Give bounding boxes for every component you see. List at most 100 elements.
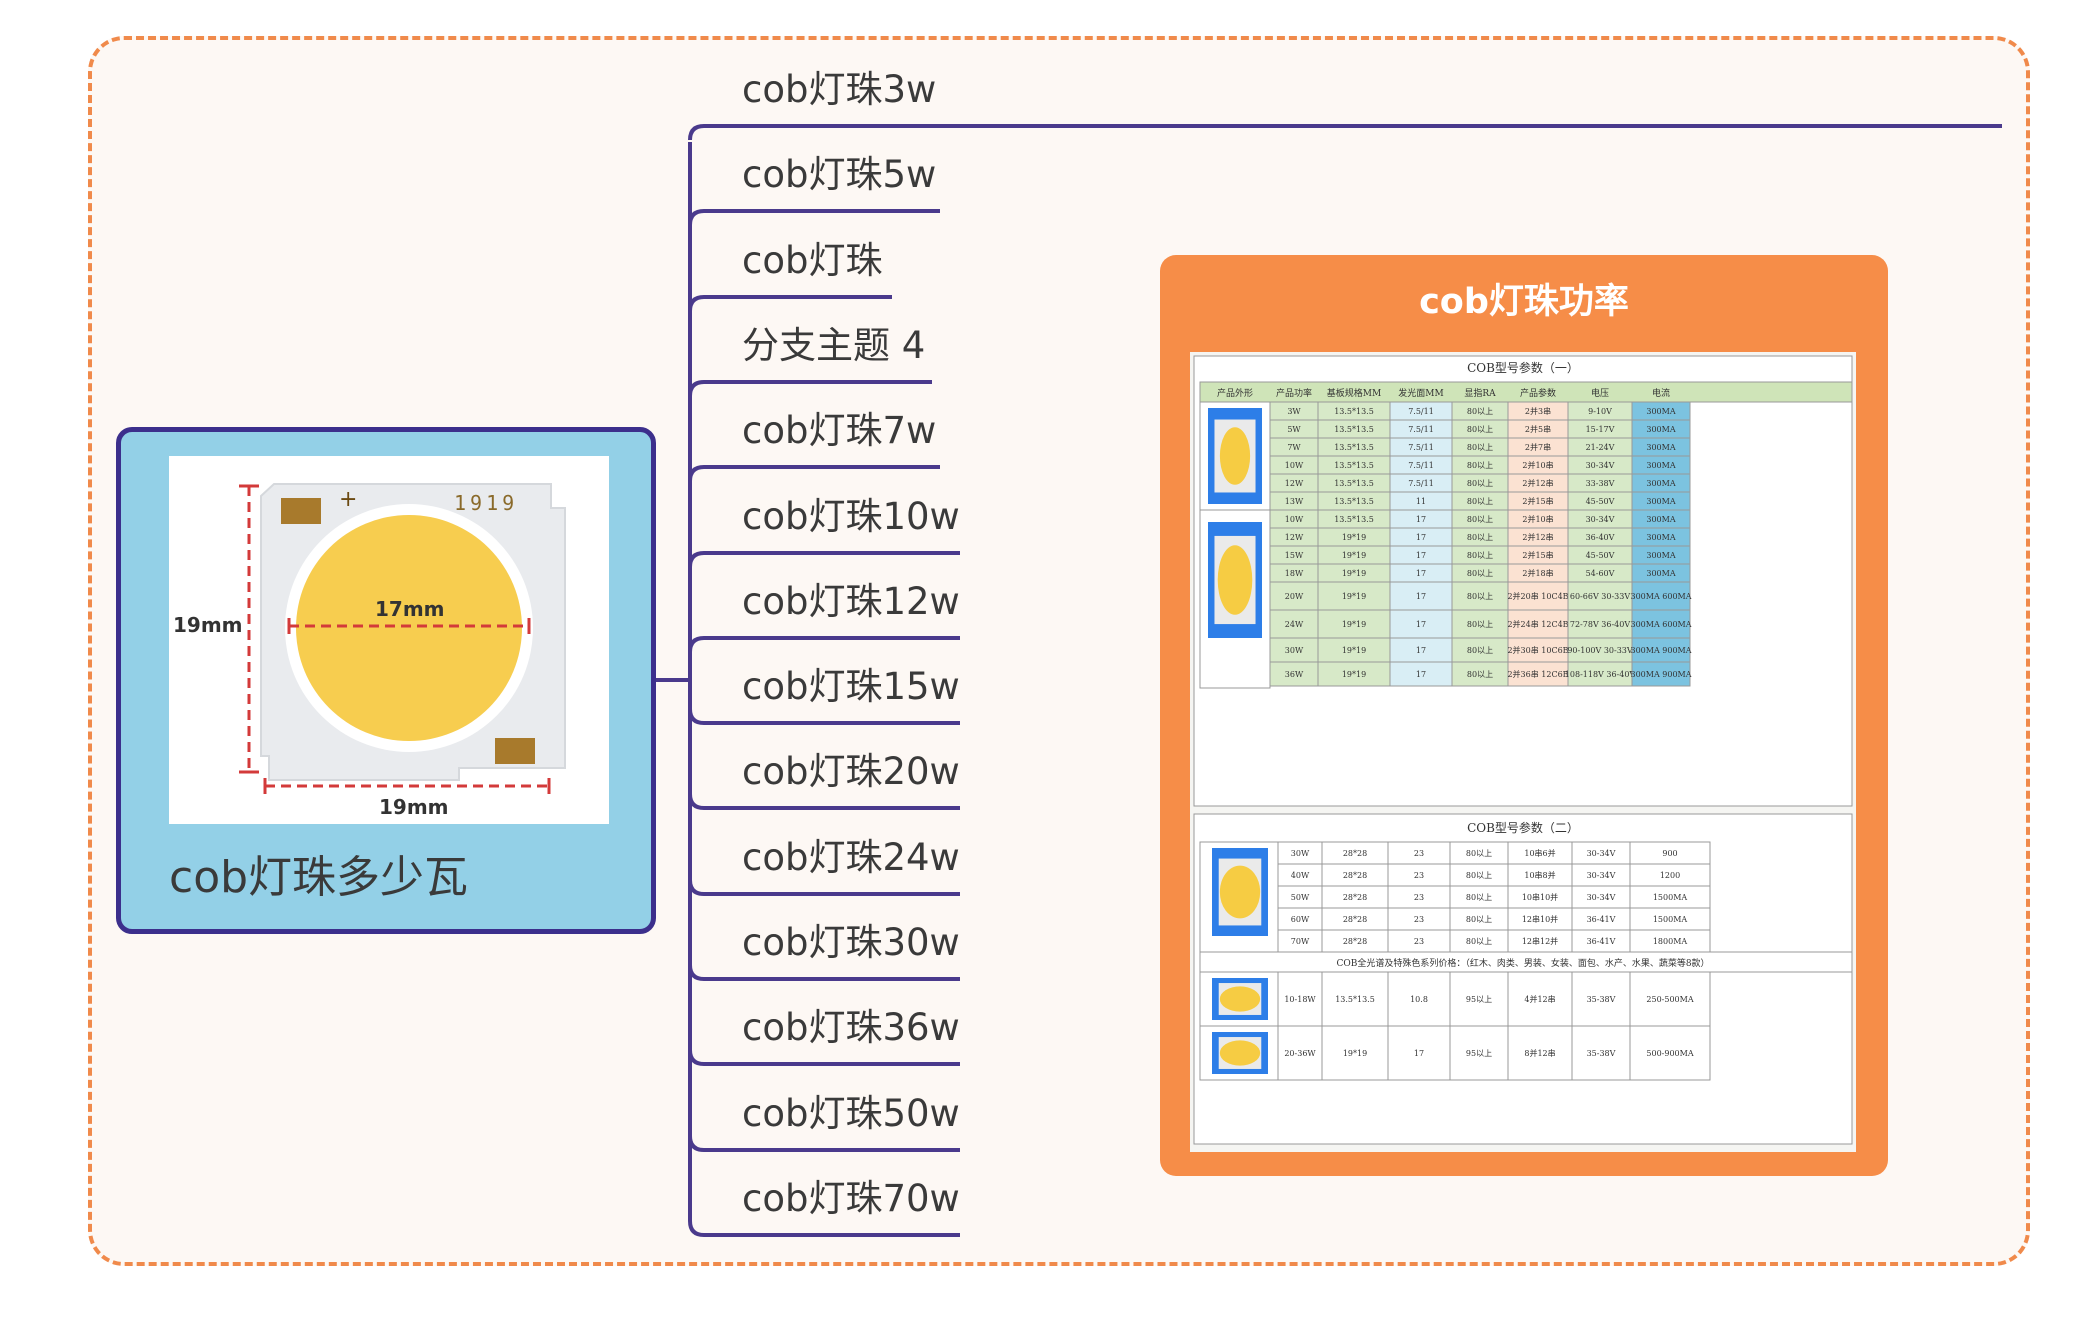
- table2-cell: 30-34V: [1587, 871, 1616, 880]
- dimension-horizontal: 19mm: [379, 795, 449, 819]
- table1-cell: 300MA: [1646, 479, 1675, 488]
- table1-header: 产品参数: [1520, 387, 1556, 399]
- table2-cell: 36-41V: [1587, 937, 1616, 946]
- table1-cell: 21-24V: [1586, 443, 1615, 452]
- table1-cell: 300MA: [1646, 425, 1675, 434]
- table1-cell: 80以上: [1467, 461, 1493, 470]
- table2-cell: 10串10并: [1522, 892, 1558, 902]
- branch-topic[interactable]: cob灯珠36w: [742, 1009, 960, 1046]
- table2-cell: 80以上: [1466, 937, 1492, 946]
- table1-cell: 108-118V 36-40V: [1565, 670, 1636, 679]
- table1-header: 显指RA: [1464, 387, 1496, 399]
- table1-cell: 300MA: [1646, 551, 1675, 560]
- central-topic[interactable]: + 1919 19mm 19mm 17mm cob灯珠多少瓦: [116, 427, 656, 934]
- table1-title: COB型号参数（一）: [1467, 360, 1579, 375]
- table2-cell: 10-18W: [1284, 995, 1316, 1004]
- branch-topic[interactable]: 分支主题 4: [742, 327, 925, 364]
- table2-cell: 28*28: [1343, 937, 1367, 946]
- table1-cell: 19*19: [1342, 533, 1366, 542]
- branch-topic[interactable]: cob灯珠: [742, 242, 882, 279]
- table1-cell: 13.5*13.5: [1334, 407, 1374, 416]
- branch-topic[interactable]: cob灯珠7w: [742, 412, 936, 449]
- table2-cell: 50W: [1291, 893, 1310, 902]
- table1-cell: 17: [1416, 646, 1426, 655]
- branch-topic[interactable]: cob灯珠30w: [742, 924, 960, 961]
- table2-cell: 80以上: [1466, 893, 1492, 902]
- table1-cell: 80以上: [1467, 533, 1493, 542]
- table2-cell: 12串10并: [1522, 914, 1558, 924]
- table1-cell: 5W: [1287, 425, 1301, 434]
- callout-title: cob灯珠功率: [1160, 285, 1888, 320]
- dimension-vertical: 19mm: [173, 613, 243, 637]
- table2-cell: 19*19: [1343, 1049, 1367, 1058]
- table1-cell: 15-17V: [1586, 425, 1615, 434]
- branch-topic[interactable]: cob灯珠5w: [742, 156, 936, 193]
- table2-cell: 900: [1662, 849, 1677, 858]
- table1-cell: 2并3串: [1525, 406, 1551, 416]
- table2-cell: 35-38V: [1587, 995, 1616, 1004]
- table1-cell: 7.5/11: [1408, 443, 1434, 452]
- table2-cell: 28*28: [1343, 893, 1367, 902]
- table2-cell: 23: [1414, 871, 1424, 880]
- branch-topic[interactable]: cob灯珠24w: [742, 839, 960, 876]
- table2-cell: 80以上: [1466, 849, 1492, 858]
- table2-title: COB型号参数（二）: [1467, 820, 1579, 835]
- table1-cell: 18W: [1285, 569, 1304, 578]
- cob-chip-image: + 1919 19mm 19mm 17mm: [169, 456, 609, 824]
- branch-connector: [690, 297, 892, 311]
- table1-cell: 9-10V: [1588, 407, 1612, 416]
- branch-connector: [690, 965, 960, 979]
- table1-cell: 7.5/11: [1408, 407, 1434, 416]
- branch-connector: [690, 794, 960, 808]
- table1-header: 电压: [1591, 387, 1609, 399]
- table1-cell: 13W: [1285, 497, 1304, 506]
- branch-topic[interactable]: cob灯珠10w: [742, 498, 960, 535]
- table2-cell: 36-41V: [1587, 915, 1616, 924]
- table1-cell: 30-34V: [1586, 461, 1615, 470]
- table1-cell: 24W: [1285, 620, 1304, 629]
- table1-cell: 90-100V 30-33V: [1567, 646, 1633, 655]
- table2-cell: 13.5*13.5: [1335, 995, 1375, 1004]
- table1-cell: 54-60V: [1586, 569, 1615, 578]
- table1-cell: 17: [1416, 515, 1426, 524]
- table2-cell: 8并12串: [1524, 1048, 1555, 1058]
- table1-cell: 10W: [1285, 461, 1304, 470]
- table1-cell: 19*19: [1342, 620, 1366, 629]
- table1-cell: 7.5/11: [1408, 425, 1434, 434]
- branch-topic[interactable]: cob灯珠3w: [742, 71, 936, 108]
- table1-cell: 300MA: [1646, 533, 1675, 542]
- table1-cell: 2并20串 10C4B: [1507, 591, 1568, 601]
- table1-cell: 19*19: [1342, 670, 1366, 679]
- table1-cell: 2并36串 12C6B: [1507, 669, 1568, 679]
- table2-cell: 60W: [1291, 915, 1310, 924]
- table1-cell: 2并30串 10C6B: [1507, 645, 1568, 655]
- table1-cell: 300MA 600MA: [1630, 592, 1691, 601]
- table2-cell: 80以上: [1466, 915, 1492, 924]
- table2-cell: 30W: [1291, 849, 1310, 858]
- branch-topic[interactable]: cob灯珠70w: [742, 1180, 960, 1217]
- branch-topic[interactable]: cob灯珠15w: [742, 668, 960, 705]
- table1-cell: 30-34V: [1586, 515, 1615, 524]
- table1-cell: 60-66V 30-33V: [1570, 592, 1630, 601]
- table2-cell: 23: [1414, 937, 1424, 946]
- table1-header: 发光面MM: [1398, 387, 1443, 399]
- branch-topic[interactable]: cob灯珠50w: [742, 1095, 960, 1132]
- part-code: 1919: [454, 491, 518, 515]
- table1-cell: 80以上: [1467, 670, 1493, 679]
- table1-cell: 45-50V: [1586, 497, 1615, 506]
- branch-topic[interactable]: cob灯珠12w: [742, 583, 960, 620]
- branch-connector: [690, 880, 960, 894]
- table1-header: 电流: [1652, 387, 1670, 399]
- branch-topic[interactable]: cob灯珠20w: [742, 753, 960, 790]
- central-topic-label: cob灯珠多少瓦: [169, 856, 468, 900]
- table1-cell: 10W: [1285, 515, 1304, 524]
- table2-cell: 10串8并: [1524, 870, 1555, 880]
- table2-cell: 40W: [1291, 871, 1310, 880]
- table1-cell: 12W: [1285, 533, 1304, 542]
- table1-cell: 80以上: [1467, 551, 1493, 560]
- table2-cell: 1500MA: [1653, 893, 1688, 902]
- table1-cell: 13.5*13.5: [1334, 479, 1374, 488]
